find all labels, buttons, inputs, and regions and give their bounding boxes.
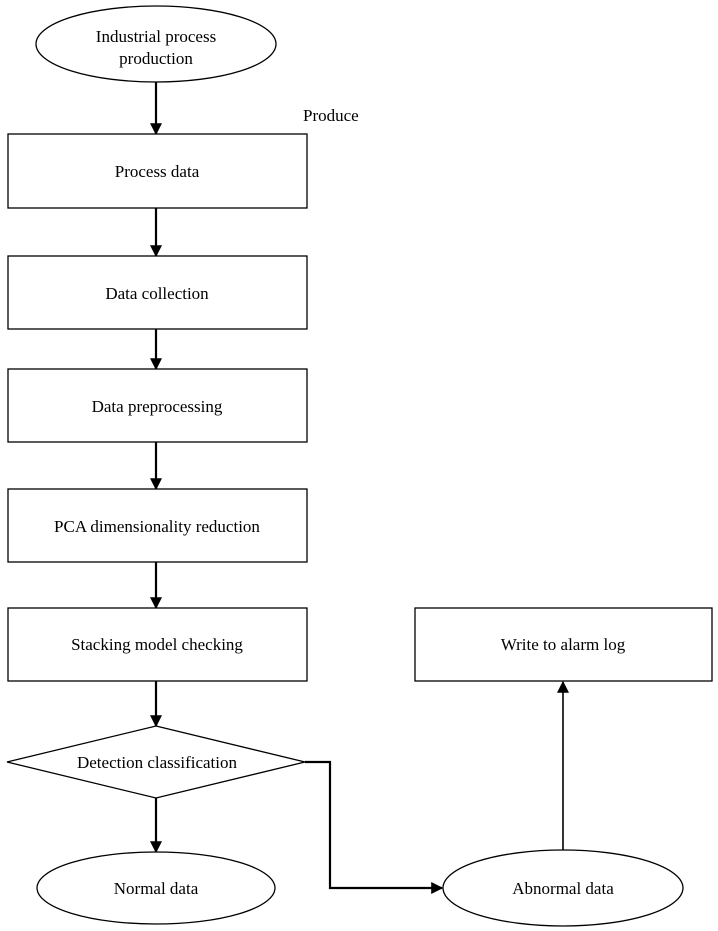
process-data-label: Process data: [115, 162, 200, 181]
alarm-log-label: Write to alarm log: [501, 635, 626, 654]
edge-decision-to-abnormal: [305, 760, 444, 894]
alarm-log-node: Write to alarm log: [414, 607, 713, 682]
decision-node: Detection classification: [6, 725, 306, 799]
edge-label-produce: Produce: [303, 106, 359, 125]
decision-label: Detection classification: [77, 753, 238, 772]
process-data-node: Process data: [7, 133, 308, 209]
start-node: Industrial process production: [35, 5, 277, 83]
normal-data-node: Normal data: [36, 851, 276, 925]
pca-label: PCA dimensionality reduction: [54, 517, 260, 536]
data-collection-label: Data collection: [105, 284, 209, 303]
data-preprocessing-node: Data preprocessing: [7, 368, 308, 443]
stacking-label: Stacking model checking: [71, 635, 243, 654]
normal-data-label: Normal data: [114, 879, 199, 898]
data-collection-node: Data collection: [7, 255, 308, 330]
data-preprocessing-label: Data preprocessing: [92, 397, 223, 416]
pca-node: PCA dimensionality reduction: [7, 488, 308, 563]
start-node-label-line1: Industrial process: [96, 27, 216, 46]
stacking-node: Stacking model checking: [7, 607, 308, 682]
abnormal-data-label: Abnormal data: [512, 879, 614, 898]
start-node-label-line2: production: [119, 49, 193, 68]
abnormal-data-node: Abnormal data: [442, 849, 684, 927]
